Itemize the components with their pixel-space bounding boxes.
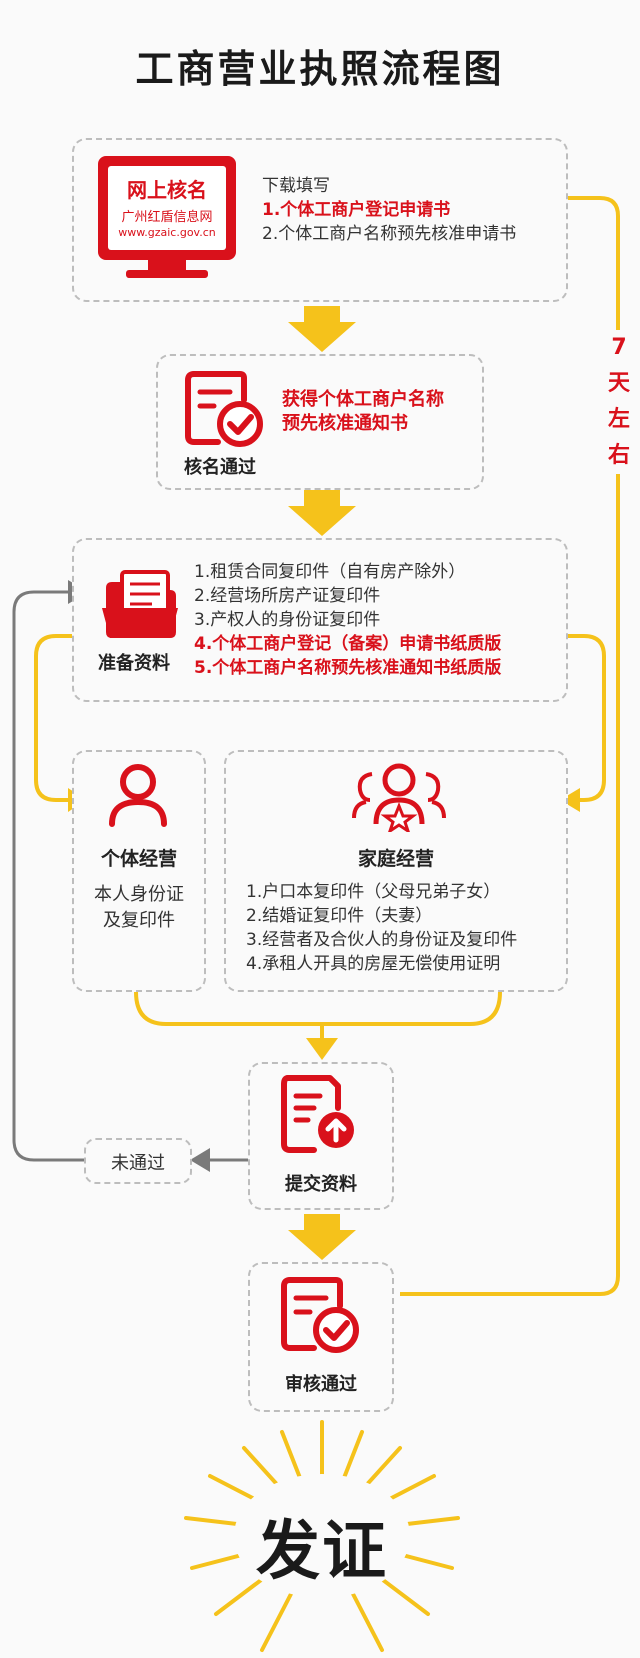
duration-char-2: 天 <box>607 371 630 396</box>
duration-note: 7 天 左 右 <box>601 330 637 474</box>
step1-lead: 下载填写 <box>262 176 330 196</box>
submit-label: 提交资料 <box>285 1174 357 1195</box>
starburst-icon <box>184 1420 460 1652</box>
arrow-down-1 <box>288 306 356 352</box>
badge-title: 网上核名 <box>127 178 207 202</box>
step1-item-2: 2.个体工商户名称预先核准申请书 <box>262 224 517 244</box>
step3-item-5: 5.个体工商户名称预先核准通知书纸质版 <box>194 658 502 678</box>
step2-text-1: 获得个体工商户名称 <box>282 389 444 410</box>
family-item-3: 3.经营者及合伙人的身份证及复印件 <box>246 930 518 950</box>
monitor-icon <box>98 156 236 278</box>
document-upload-icon <box>281 1075 354 1153</box>
individual-line-2: 及复印件 <box>103 910 175 931</box>
family-icon <box>352 763 446 832</box>
person-icon <box>109 764 167 827</box>
individual-line-1: 本人身份证 <box>94 884 184 905</box>
arrow-left-family <box>560 788 580 812</box>
arrow-down-submit <box>306 1038 338 1060</box>
family-item-2: 2.结婚证复印件（夫妻） <box>246 906 433 926</box>
rejected-label: 未通过 <box>111 1153 165 1174</box>
step2-text-2: 预先核准通知书 <box>282 413 408 434</box>
folder-icon <box>102 570 178 638</box>
duration-char-1: 7 <box>611 335 627 360</box>
rejected-box <box>84 1138 192 1184</box>
badge-site: 广州红盾信息网 <box>121 210 213 225</box>
badge-url: www.gzaic.gov.cn <box>118 226 216 239</box>
individual-label: 个体经营 <box>100 848 177 870</box>
family-box <box>224 750 568 992</box>
individual-box <box>72 750 206 992</box>
approved-check-icon <box>281 1277 359 1353</box>
step3-item-3: 3.产权人的身份证复印件 <box>194 610 381 630</box>
family-label: 家庭经营 <box>357 848 434 870</box>
branch-left <box>34 634 72 802</box>
page-title: 工商营业执照流程图 <box>135 47 505 91</box>
arrow-down-3 <box>288 1214 356 1260</box>
step3-item-2: 2.经营场所房产证复印件 <box>194 586 381 606</box>
final-label: 发证 <box>256 1515 388 1589</box>
family-item-4: 4.承租人开具的房屋无偿使用证明 <box>246 954 501 974</box>
step3-item-4: 4.个体工商户登记（备案）申请书纸质版 <box>194 634 502 654</box>
seven-day-connector <box>400 196 620 1296</box>
rejected-loop <box>12 590 84 1162</box>
duration-char-3: 左 <box>607 407 630 432</box>
branch-right <box>567 634 606 802</box>
family-item-1: 1.户口本复印件（父母兄弟子女） <box>246 882 501 902</box>
approved-label: 审核通过 <box>285 1374 357 1395</box>
arrow-down-2 <box>288 490 356 536</box>
arrow-left-rejected <box>190 1148 210 1172</box>
step2-label: 核名通过 <box>184 457 256 478</box>
merge-connector <box>134 991 502 1026</box>
document-check-icon <box>185 371 263 447</box>
online-check-badge: 网上核名 广州红盾信息网 www.gzaic.gov.cn <box>96 154 238 282</box>
step3-item-1: 1.租赁合同复印件（自有房产除外） <box>194 562 466 582</box>
duration-char-4: 右 <box>607 443 630 468</box>
step3-label: 准备资料 <box>98 653 170 674</box>
step1-item-1: 1.个体工商户登记申请书 <box>262 200 451 220</box>
